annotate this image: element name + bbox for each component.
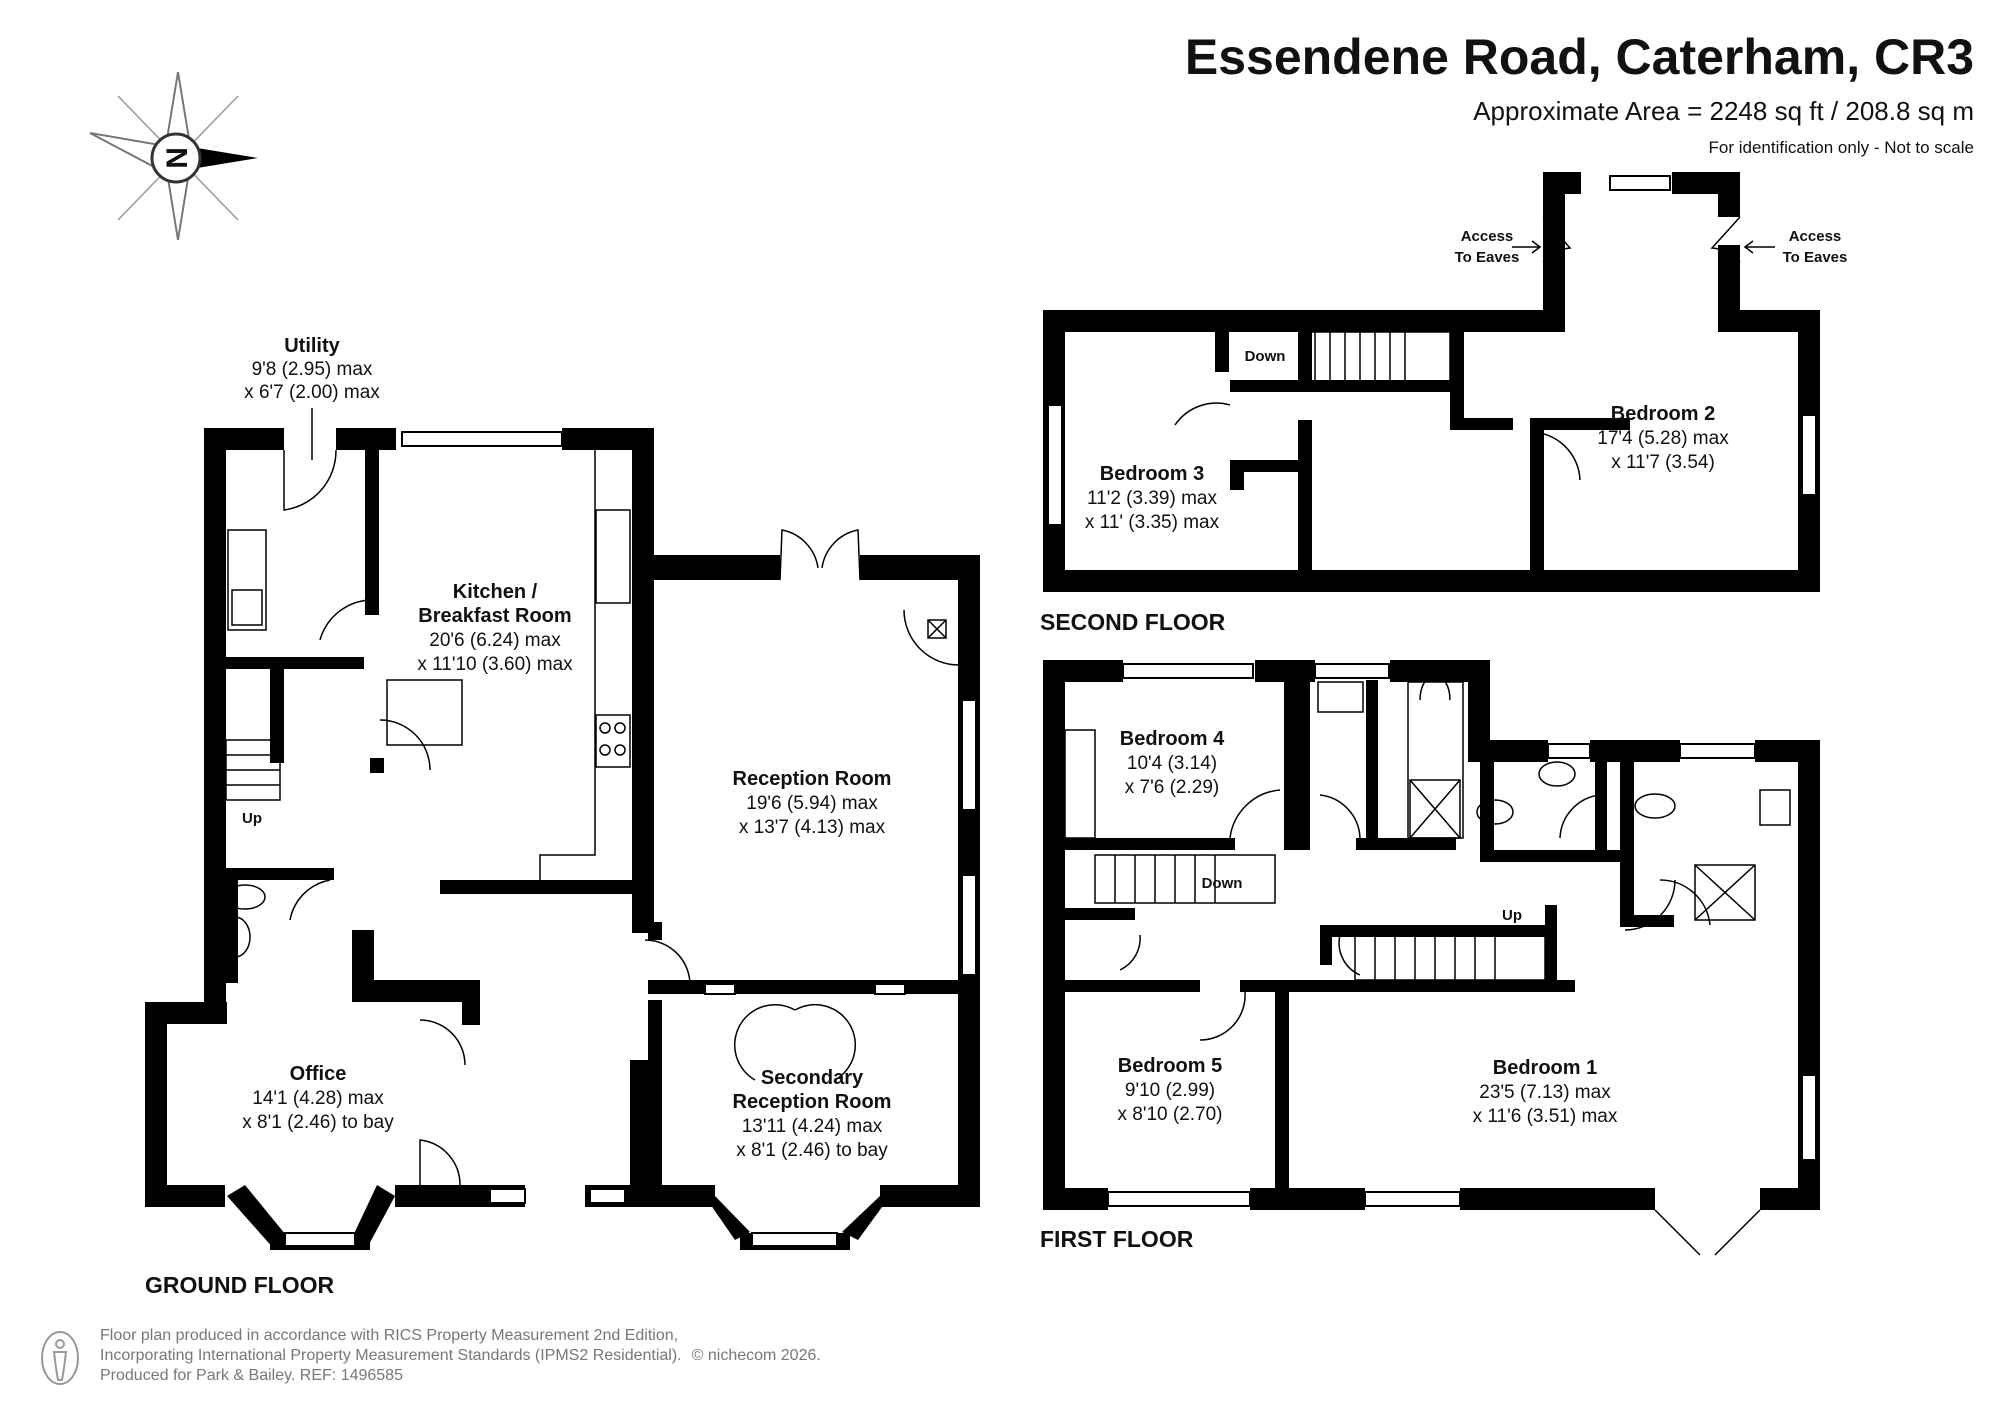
secondary-name-1: Secondary xyxy=(761,1067,864,1089)
second-floor-plan xyxy=(1043,172,1820,592)
bedroom2-dim1: 17'4 (5.28) max xyxy=(1597,428,1729,449)
eaves-right-label-1: Access xyxy=(1789,228,1842,245)
ground-floor-windows xyxy=(284,431,977,1247)
bedroom3-dim1: 11'2 (3.39) max xyxy=(1087,488,1218,509)
secondary-dim1: 13'11 (4.24) max xyxy=(742,1116,883,1137)
second-floor-windows xyxy=(1047,175,1817,526)
kitchen-dim2: x 11'10 (3.60) max xyxy=(417,654,573,675)
identification-note: For identification only - Not to scale xyxy=(1708,138,1974,157)
compass-icon: N xyxy=(89,71,258,241)
second-stairs-down: Down xyxy=(1245,348,1286,365)
utility-name: Utility xyxy=(284,335,340,357)
utility-dim2: x 6'7 (2.00) max xyxy=(244,382,380,403)
compass-north-label: N xyxy=(160,147,193,169)
bedroom1-name: Bedroom 1 xyxy=(1493,1057,1597,1079)
kitchen-dim1: 20'6 (6.24) max xyxy=(429,630,561,651)
bedroom2-name: Bedroom 2 xyxy=(1611,403,1715,425)
reception-dim1: 19'6 (5.94) max xyxy=(746,793,878,814)
bedroom2-dim2: x 11'7 (3.54) xyxy=(1611,452,1715,473)
bedroom4-dim1: 10'4 (3.14) xyxy=(1127,753,1217,774)
reception-dim2: x 13'7 (4.13) max xyxy=(739,817,886,838)
first-stairs-down: Down xyxy=(1202,875,1243,892)
secondary-dim2: x 8'1 (2.46) to bay xyxy=(736,1140,888,1161)
bedroom4-dim2: x 7'6 (2.29) xyxy=(1125,777,1219,798)
eaves-left-label-2: To Eaves xyxy=(1455,249,1520,266)
reception-name: Reception Room xyxy=(733,768,892,790)
bedroom5-name: Bedroom 5 xyxy=(1118,1055,1222,1077)
footer-line-1: Floor plan produced in accordance with R… xyxy=(100,1327,679,1344)
eaves-left-label-1: Access xyxy=(1461,228,1514,245)
bedroom3-dim2: x 11' (3.35) max xyxy=(1085,512,1220,533)
bedroom3-name: Bedroom 3 xyxy=(1100,463,1204,485)
kitchen-name-1: Kitchen / xyxy=(453,581,538,603)
bedroom5-dim1: 9'10 (2.99) xyxy=(1125,1080,1215,1101)
second-floor-label: SECOND FLOOR xyxy=(1040,609,1226,635)
first-floor-label: FIRST FLOOR xyxy=(1040,1226,1194,1252)
person-logo-icon xyxy=(41,1331,79,1385)
footer-line-3: Produced for Park & Bailey. REF: 1496585 xyxy=(100,1367,403,1384)
secondary-name-2: Reception Room xyxy=(733,1091,892,1113)
bedroom4-name: Bedroom 4 xyxy=(1120,728,1225,750)
ground-floor-label: GROUND FLOOR xyxy=(145,1272,334,1298)
footer-line-2-row: Incorporating International Property Mea… xyxy=(100,1346,821,1366)
first-floor-fixtures xyxy=(1064,674,1791,1256)
first-floor-windows xyxy=(1107,663,1817,1207)
office-dim2: x 8'1 (2.46) to bay xyxy=(242,1112,394,1133)
bedroom1-dim2: x 11'6 (3.51) max xyxy=(1473,1106,1618,1127)
second-floor-fixtures xyxy=(1174,216,1775,481)
ground-stairs-up: Up xyxy=(242,810,262,827)
office-dim1: 14'1 (4.28) max xyxy=(252,1088,384,1109)
eaves-right-label-2: To Eaves xyxy=(1783,249,1848,266)
bedroom1-dim1: 23'5 (7.13) max xyxy=(1479,1082,1611,1103)
kitchen-name-2: Breakfast Room xyxy=(418,605,571,627)
utility-dim1: 9'8 (2.95) max xyxy=(252,359,373,380)
footer-notes: Floor plan produced in accordance with R… xyxy=(100,1326,821,1386)
footer-copyright: © nichecom 2026. xyxy=(691,1347,821,1364)
bedroom5-dim2: x 8'10 (2.70) xyxy=(1117,1104,1222,1125)
office-name: Office xyxy=(290,1063,347,1085)
property-title: Essendene Road, Caterham, CR3 xyxy=(1184,29,1974,85)
first-stairs-up: Up xyxy=(1502,907,1522,924)
footer-line-2: Incorporating International Property Mea… xyxy=(100,1347,682,1364)
approximate-area: Approximate Area = 2248 sq ft / 208.8 sq… xyxy=(1473,96,1974,126)
ground-floor-fixtures xyxy=(219,449,961,1186)
